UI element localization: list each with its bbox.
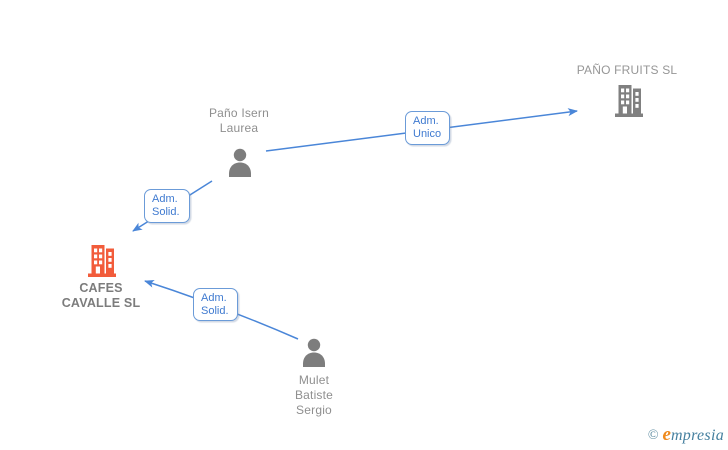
edge-label-adm-solid-1: Adm. Solid. [144, 189, 190, 223]
building-icon-highlighted[interactable] [87, 245, 117, 277]
person-name-line: Batiste [294, 388, 334, 402]
edge-label-adm-unico: Adm. Unico [405, 111, 450, 145]
edge-label-line: Solid. [201, 305, 229, 317]
company-name-line: CAVALLE SL [61, 296, 141, 310]
person-name-line: Paño Isern [208, 106, 270, 120]
person-icon[interactable] [300, 338, 328, 367]
building-icon[interactable] [614, 85, 644, 117]
company-name-line: CAFES [79, 281, 123, 295]
person-icon[interactable] [226, 148, 254, 177]
edge-label-line: Adm. [413, 115, 439, 127]
brand-initial: e [662, 424, 671, 445]
edge-label-line: Adm. [201, 292, 227, 304]
person-name-line: Mulet [298, 373, 330, 387]
person-name-line: Laurea [219, 121, 259, 135]
company-name-label[interactable]: CAFES CAVALLE SL [40, 281, 162, 311]
company-name-label[interactable]: PAÑO FRUITS SL [557, 63, 697, 78]
person-name-label[interactable]: Mulet Batiste Sergio [254, 373, 374, 418]
person-name-label[interactable]: Paño Isern Laurea [179, 106, 299, 136]
copyright-icon: © [647, 428, 659, 443]
edge-label-line: Adm. [152, 193, 178, 205]
edge-label-line: Solid. [152, 206, 180, 218]
edge-label-line: Unico [413, 128, 442, 140]
empresia-logo[interactable]: © empresia [648, 424, 724, 446]
brand-text: mpresia [670, 427, 724, 444]
person-name-line: Sergio [296, 403, 332, 417]
edge-label-adm-solid-2: Adm. Solid. [193, 288, 238, 321]
company-name-line: PAÑO FRUITS SL [576, 63, 678, 77]
